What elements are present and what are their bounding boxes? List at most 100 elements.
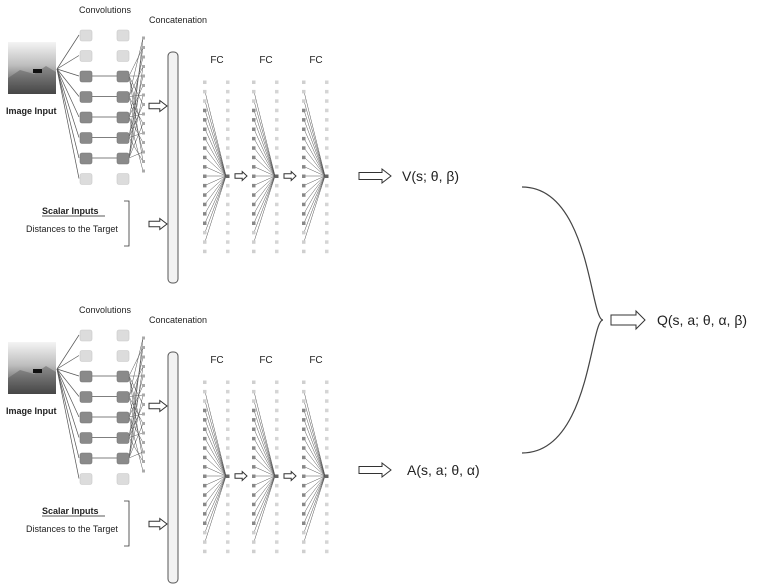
fc-node — [302, 408, 306, 413]
fc-node — [275, 483, 279, 488]
fc-node — [302, 455, 306, 460]
fc-node — [302, 165, 306, 169]
fc-node — [325, 127, 329, 131]
fc-node — [252, 99, 256, 103]
scalar-description: Distances to the Target — [26, 224, 118, 234]
fc-node — [203, 240, 207, 244]
fc-node — [203, 174, 207, 178]
fc-label: FC — [210, 355, 223, 366]
fc-node — [275, 465, 279, 469]
fc-node — [275, 446, 279, 450]
output-label: V(s; θ, β) — [402, 168, 459, 184]
fc-node — [252, 183, 256, 188]
fc-node — [203, 465, 207, 469]
fc-node — [302, 446, 306, 450]
final-arrow — [610, 309, 646, 331]
fc-node — [275, 549, 279, 554]
conv-node — [116, 91, 130, 103]
fc-node — [325, 502, 329, 507]
conv-node — [79, 111, 93, 124]
fc-node — [325, 193, 329, 197]
conv-layers — [56, 329, 145, 485]
scalar-inputs-label: Scalar Inputs — [42, 206, 99, 216]
fc-node — [275, 502, 279, 507]
conv-node — [116, 370, 130, 383]
fc-node — [325, 174, 329, 178]
fc-node — [203, 483, 207, 488]
fc-node — [252, 108, 256, 113]
fc-node — [325, 408, 329, 413]
fc-node — [252, 540, 256, 544]
fc-node — [226, 446, 230, 450]
fc-node — [302, 540, 306, 544]
fc-node — [325, 183, 329, 188]
output-arrow — [358, 461, 392, 479]
depth-image-thumbnail — [8, 42, 56, 94]
conv-node — [79, 391, 93, 403]
fc-node — [252, 221, 256, 225]
fc-node — [203, 89, 207, 94]
fc-node — [302, 521, 306, 525]
fc-node — [325, 483, 329, 488]
fc-node — [302, 380, 306, 384]
merge-layer: Q(s, a; θ, α, β) — [521, 186, 747, 454]
fc-node — [203, 512, 207, 516]
fc-node — [325, 202, 329, 207]
fc-node — [203, 418, 207, 422]
fc-node — [203, 549, 207, 554]
fc-node — [302, 549, 306, 554]
fc-node — [203, 99, 207, 103]
fc-node — [325, 418, 329, 422]
conv-node — [116, 452, 130, 465]
fc-node — [275, 193, 279, 197]
fc-node — [203, 408, 207, 413]
fc-node — [226, 521, 230, 525]
fc-node — [275, 427, 279, 431]
fc-node — [302, 127, 306, 131]
conv-layers — [56, 29, 145, 185]
fc-node — [252, 230, 256, 235]
fc-node — [252, 165, 256, 169]
fc-node — [252, 446, 256, 450]
conv-node — [79, 70, 93, 83]
fc-node — [325, 249, 329, 254]
fc-node — [275, 127, 279, 131]
conv-node — [79, 432, 93, 444]
fc-node — [275, 155, 279, 160]
image-input-label: Image Input — [6, 406, 57, 416]
fc-node — [226, 474, 230, 478]
fc-node — [203, 389, 207, 394]
fc-node — [275, 202, 279, 207]
merge-brace — [521, 186, 604, 454]
fc-node — [302, 465, 306, 469]
fc-node — [226, 249, 230, 254]
fc-node — [252, 240, 256, 244]
fc-node — [226, 436, 230, 441]
fc-node — [226, 512, 230, 516]
fc-node — [226, 530, 230, 535]
fc-node — [302, 512, 306, 516]
fc-node — [226, 483, 230, 488]
conv-node — [79, 50, 93, 62]
fc-node — [203, 127, 207, 131]
fc-node — [275, 540, 279, 544]
fc-node — [252, 427, 256, 431]
concatenation-bar — [167, 51, 179, 284]
fc-node — [302, 89, 306, 94]
fc-node — [325, 99, 329, 103]
fc-node — [275, 230, 279, 235]
fc-node — [252, 146, 256, 150]
conv-node — [116, 111, 130, 124]
fc-node — [302, 493, 306, 497]
fc-node — [203, 108, 207, 113]
conv-node — [116, 432, 130, 444]
fc-node — [302, 183, 306, 188]
fc-node — [252, 80, 256, 84]
fc-node — [203, 136, 207, 141]
fc-node — [226, 146, 230, 150]
output-arrow — [358, 167, 392, 185]
fc-node — [252, 118, 256, 122]
fc-node — [226, 465, 230, 469]
